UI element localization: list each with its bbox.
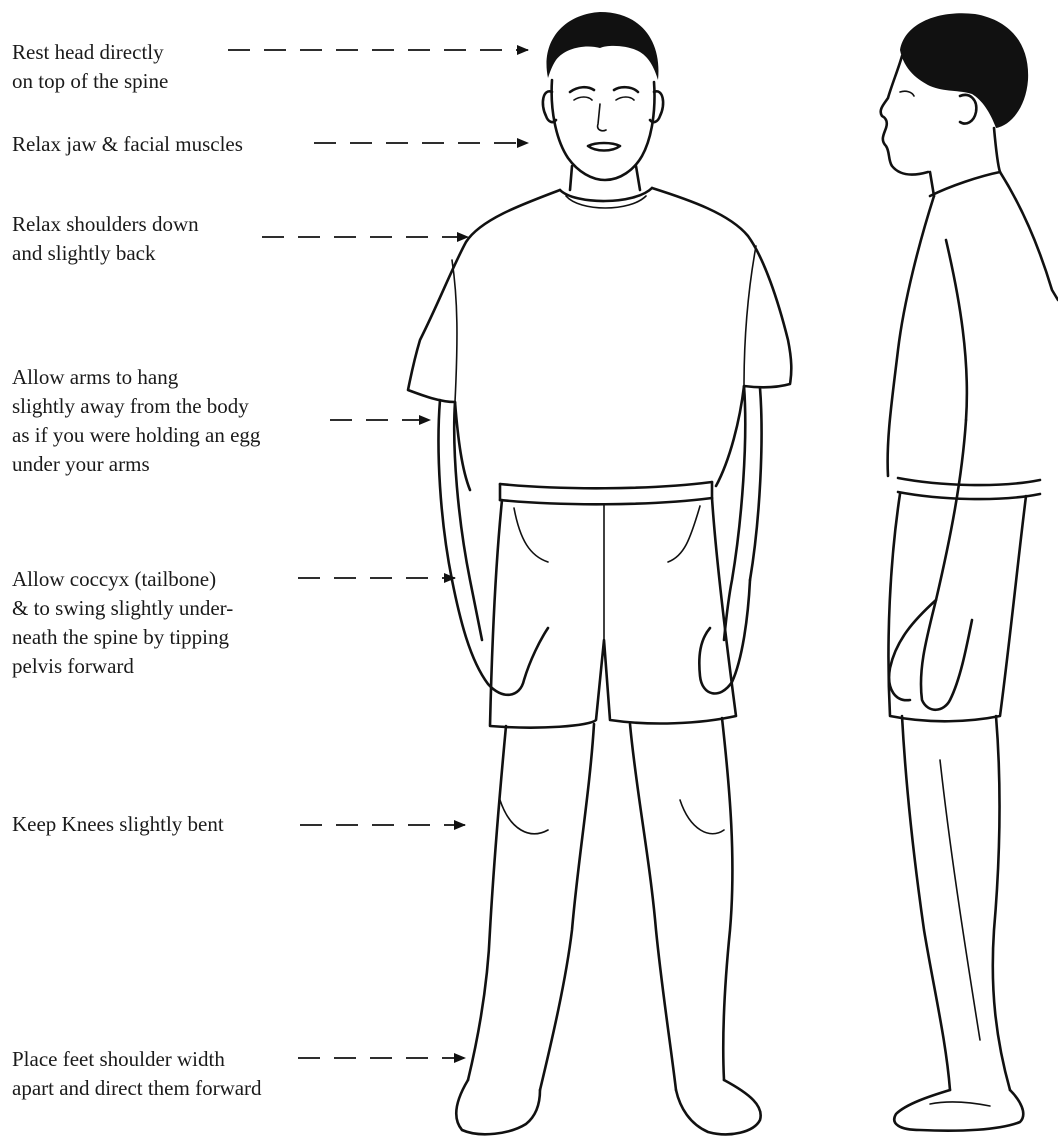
front-foot-left [456,1080,540,1134]
front-mouth [588,143,620,151]
front-leg-left-outer [468,726,506,1080]
front-face [552,80,655,180]
front-nose [598,104,606,131]
front-collar [560,188,652,201]
side-leg-mid [940,760,980,1040]
front-foot-right [676,1080,761,1134]
front-brow-right [614,87,638,92]
front-knee-left [500,800,548,834]
side-shirt-back [1000,172,1058,300]
front-shirt-left [408,190,560,490]
front-neck-right [636,166,640,190]
front-belt-top [500,482,712,488]
front-arm-right-outer [724,386,745,640]
side-arm [921,420,972,710]
front-sleeve-seam-left [452,260,457,402]
side-hand [889,600,936,700]
front-hair [547,12,659,80]
front-pocket-right [668,506,700,562]
side-sleeve [946,240,967,420]
side-leg-back [993,716,1010,1090]
front-arm-left-inner [439,400,453,580]
front-belt-bottom [500,498,712,504]
front-leg-left-inner [540,724,594,1090]
front-hand-left [452,580,548,695]
front-leg-right-inner [630,724,676,1090]
side-belt-top [898,478,1040,485]
front-pocket-left [514,508,548,562]
side-neck-back [994,128,1000,172]
front-figure [408,12,791,1134]
front-leg-right-outer [722,718,732,1080]
front-shirt-right [652,188,791,486]
front-knee-right [680,800,724,834]
side-leg-front [902,716,950,1090]
side-foot-far [930,1102,990,1106]
side-belt-bottom [898,492,1040,499]
side-collar [930,172,1000,196]
side-hair [900,13,1028,128]
side-shirt-front [888,196,934,476]
side-figure [881,13,1058,1130]
front-neck-left [570,166,572,190]
side-eye [900,91,914,96]
side-foot-near [894,1090,1023,1131]
front-brow-left [570,87,594,92]
side-shorts [888,494,1026,721]
side-ear [960,95,976,124]
front-eye-left [574,97,592,100]
front-sleeve-seam-right [744,246,756,386]
side-neck-front [930,172,934,196]
front-arm-right-inner [750,388,762,580]
front-shorts [490,498,736,728]
front-eye-right [616,97,634,100]
